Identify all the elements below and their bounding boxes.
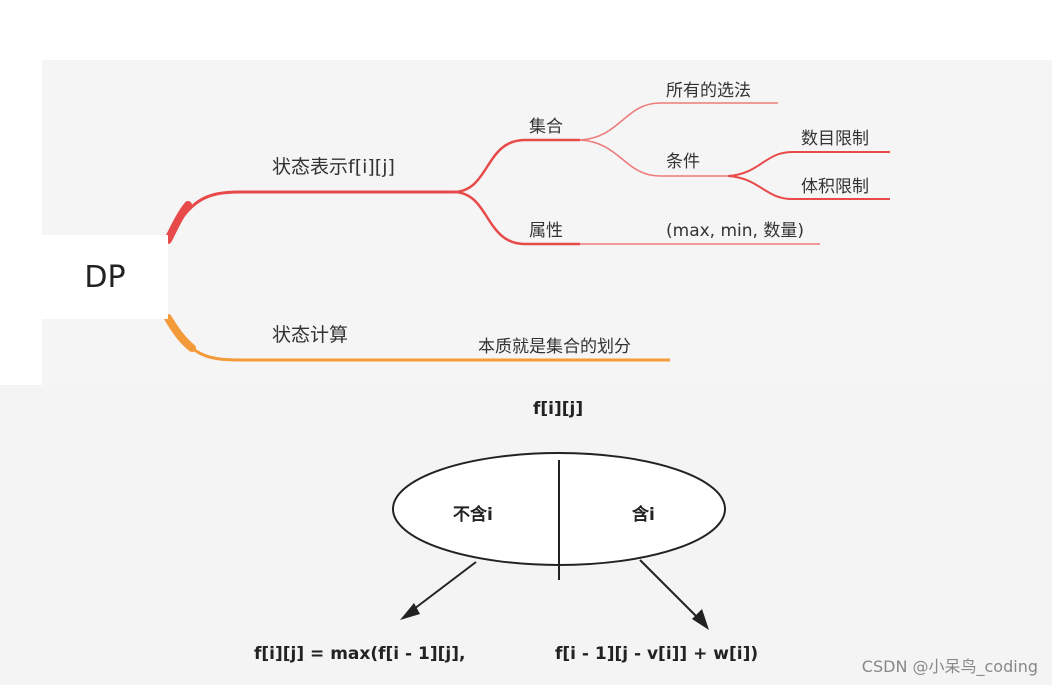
count-limit-connector <box>727 151 890 177</box>
attribute-value-label: (max, min, 数量) <box>666 221 804 241</box>
root-node: DP <box>42 235 168 319</box>
formula-left: f[i][j] = max(f[i - 1][j], <box>254 644 466 664</box>
exclude-i-label: 不含i <box>453 505 493 525</box>
watermark: CSDN @小呆鸟_coding <box>861 657 1038 676</box>
volume-limit-label: 体积限制 <box>801 177 869 197</box>
include-i-label: 含i <box>632 505 655 525</box>
tree-title: f[i][j] <box>533 399 584 419</box>
set-connector <box>454 138 580 194</box>
attribute-label: 属性 <box>529 221 563 241</box>
choice-connector <box>579 102 778 141</box>
volume-limit-connector <box>727 175 890 200</box>
set-label: 集合 <box>529 117 563 137</box>
partition-note-label: 本质就是集合的划分 <box>478 337 631 357</box>
left-arrow-head <box>400 603 420 620</box>
branch-state-connector <box>166 190 455 241</box>
state-computation-label: 状态计算 <box>272 324 349 346</box>
right-arrow-head <box>692 609 709 630</box>
left-arrow-line <box>409 561 477 613</box>
state-representation-label: 状态表示f[i][j] <box>272 156 395 178</box>
attribute-connector <box>454 190 580 246</box>
mindmap-panel <box>42 60 1052 385</box>
right-arrow-line <box>639 559 701 621</box>
branch-compute-connector <box>166 317 670 362</box>
branch-state-root-stub <box>164 201 192 244</box>
condition-connector <box>579 139 728 177</box>
choice-label: 所有的选法 <box>666 81 751 101</box>
formula-right: f[i - 1][j - v[i]] + w[i]) <box>555 644 759 664</box>
count-limit-label: 数目限制 <box>801 129 869 149</box>
condition-label: 条件 <box>666 152 700 172</box>
